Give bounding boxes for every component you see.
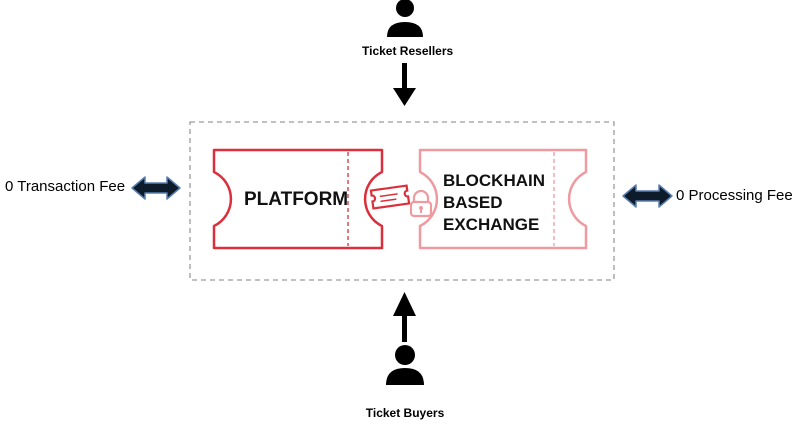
exchange-label-line-1: BLOCKHAIN [443, 171, 545, 190]
platform-label: PLATFORM [244, 189, 349, 210]
exchange-ticket [418, 148, 588, 250]
ticket-buyers-label: Ticket Buyers [365, 406, 445, 420]
up-arrow [393, 292, 416, 342]
exchange-label-line-3: EXCHANGE [443, 215, 540, 234]
down-arrow [393, 63, 416, 106]
dashed-container [189, 121, 615, 281]
reseller-person-icon [387, 0, 423, 37]
transaction-fee-label: 0 Transaction Fee [5, 178, 126, 195]
lock-icon [409, 189, 433, 218]
exchange-label: BLOCKHAIN BASED EXCHANGE [443, 170, 545, 236]
right-double-arrow-icon [622, 184, 673, 208]
ticket-resellers-label: Ticket Resellers [362, 44, 454, 58]
exchange-label-line-2: BASED [443, 193, 503, 212]
left-double-arrow-icon [131, 176, 181, 200]
platform-ticket [212, 148, 384, 250]
processing-fee-label: 0 Processing Fee [676, 187, 793, 204]
buyer-person-icon [386, 345, 424, 385]
ticket-icon [369, 184, 411, 210]
